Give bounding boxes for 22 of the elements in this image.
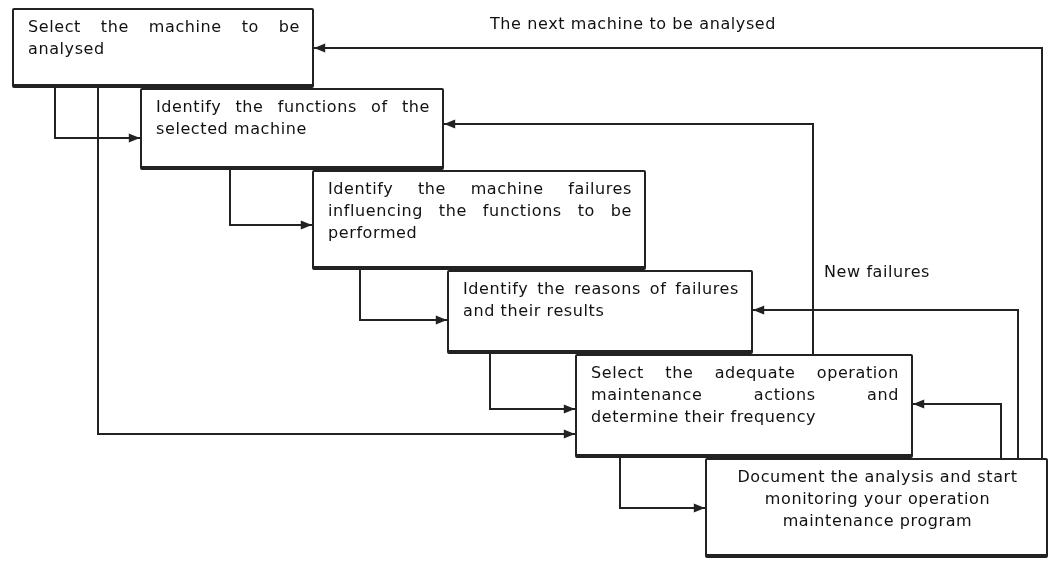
arrow (359, 269, 448, 325)
step-text: Identify the reasons of failures and their results (463, 278, 739, 322)
process-box (12, 8, 314, 88)
arrow (97, 87, 576, 439)
step-text: Identify the machine failures influencing the functions to be performed (328, 178, 632, 244)
step-text: Document the analysis and start monitoring your operation maintenance program (736, 466, 1019, 532)
arrow (619, 457, 706, 513)
process-box (575, 354, 913, 458)
process-box (447, 270, 753, 354)
arrow (912, 399, 1002, 459)
process-box (705, 458, 1048, 558)
step-text: Select the machine to be analysed (28, 16, 300, 60)
arrow (489, 353, 576, 414)
process-box (140, 88, 444, 170)
step-text: Identify the functions of the selected machine (156, 96, 430, 140)
arrow (54, 87, 141, 143)
arrow (229, 169, 313, 230)
arrow (752, 305, 1019, 459)
arrow (313, 43, 1043, 459)
arrow (443, 119, 814, 355)
step-text: Select the adequate operation maintenance actions and determine their frequency (591, 362, 899, 428)
process-box (312, 170, 646, 270)
